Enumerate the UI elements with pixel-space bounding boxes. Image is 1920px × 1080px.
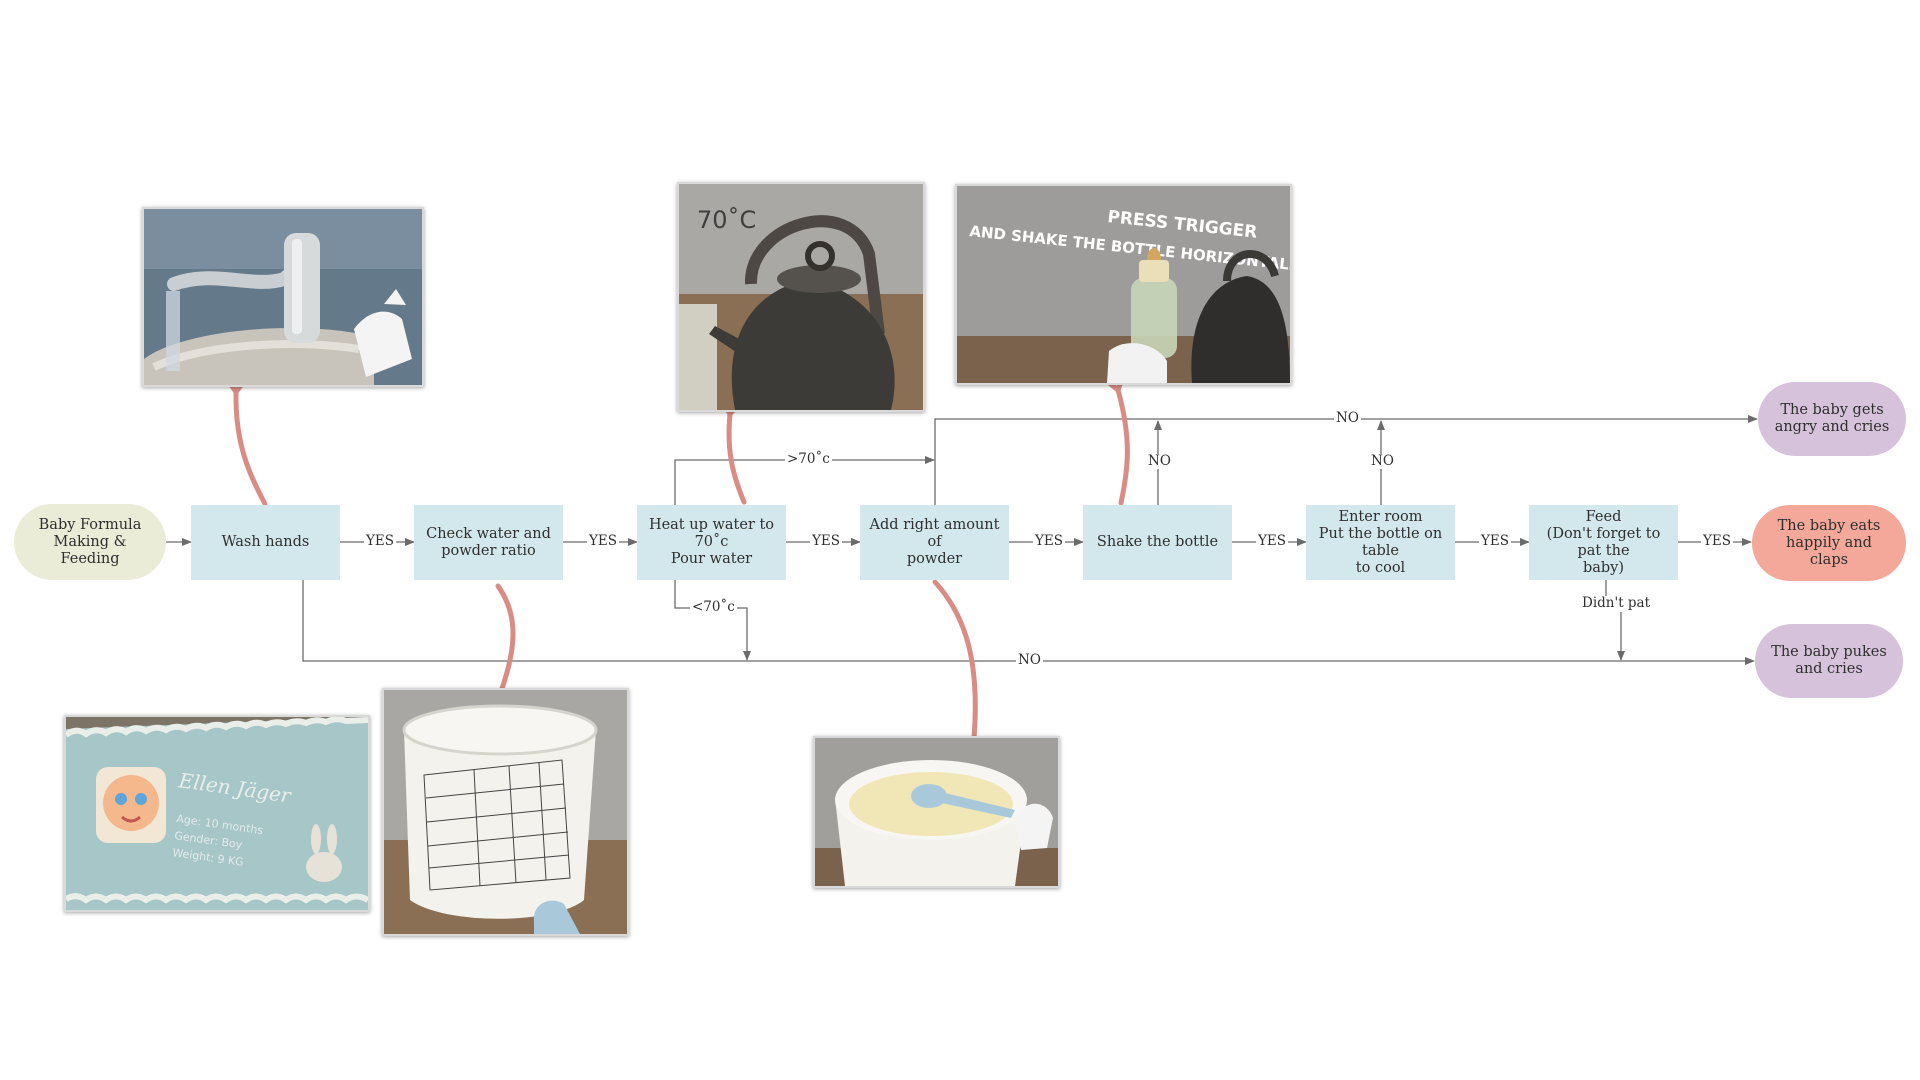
formula-can-illustration xyxy=(384,690,627,934)
label-no: NO xyxy=(1146,453,1173,469)
label-gt70: >70˚c xyxy=(785,451,832,467)
edge-wash-no xyxy=(302,580,1755,665)
label-yes: YES xyxy=(1701,533,1734,549)
label-yes: YES xyxy=(587,533,620,549)
label-yes: YES xyxy=(1256,533,1289,549)
label-yes: YES xyxy=(1033,533,1066,549)
screenshot-shake-bottle: PRESS TRIGGER AND SHAKE THE BOTTLE HORIZ… xyxy=(955,184,1292,385)
node-shake-bottle: Shake the bottle xyxy=(1083,505,1232,580)
label-no: NO xyxy=(1334,410,1361,426)
label-lt70: <70˚c xyxy=(690,599,737,615)
kettle-illustration: 70˚C xyxy=(679,184,923,410)
shake-illustration: PRESS TRIGGER AND SHAKE THE BOTTLE HORIZ… xyxy=(957,186,1290,383)
ratio-table xyxy=(423,759,571,891)
edge-heat-lt70 xyxy=(674,580,751,661)
label-yes: YES xyxy=(810,533,843,549)
red-arrow-heat xyxy=(729,414,747,505)
powder-scoop-illustration xyxy=(815,738,1058,886)
label-no: NO xyxy=(1369,453,1396,469)
baby-card-illustration: Ellen Jäger Age: 10 months Gender: Boy W… xyxy=(66,717,368,910)
label-yes: YES xyxy=(364,533,397,549)
edge-heat-gt70 xyxy=(674,456,935,505)
red-arrow-add xyxy=(932,579,975,738)
red-arrow-shake xyxy=(1118,390,1130,506)
red-arrow-check xyxy=(498,583,516,694)
node-wash-hands: Wash hands xyxy=(191,505,340,580)
label-didnt-pat: Didn't pat xyxy=(1580,595,1653,611)
kettle-temp-text: 70˚C xyxy=(697,206,756,234)
screenshot-baby-card: Ellen Jäger Age: 10 months Gender: Boy W… xyxy=(64,715,370,912)
edge-add-no xyxy=(934,415,1758,505)
faucet-illustration xyxy=(144,209,422,385)
screenshot-wash-hands xyxy=(142,207,424,387)
screenshot-formula-can xyxy=(382,688,629,936)
red-arrow-wash xyxy=(236,392,268,507)
label-no: NO xyxy=(1016,652,1043,668)
screenshot-heat-water: 70˚C xyxy=(677,182,925,412)
label-yes: YES xyxy=(1479,533,1512,549)
screenshot-add-powder xyxy=(813,736,1060,888)
